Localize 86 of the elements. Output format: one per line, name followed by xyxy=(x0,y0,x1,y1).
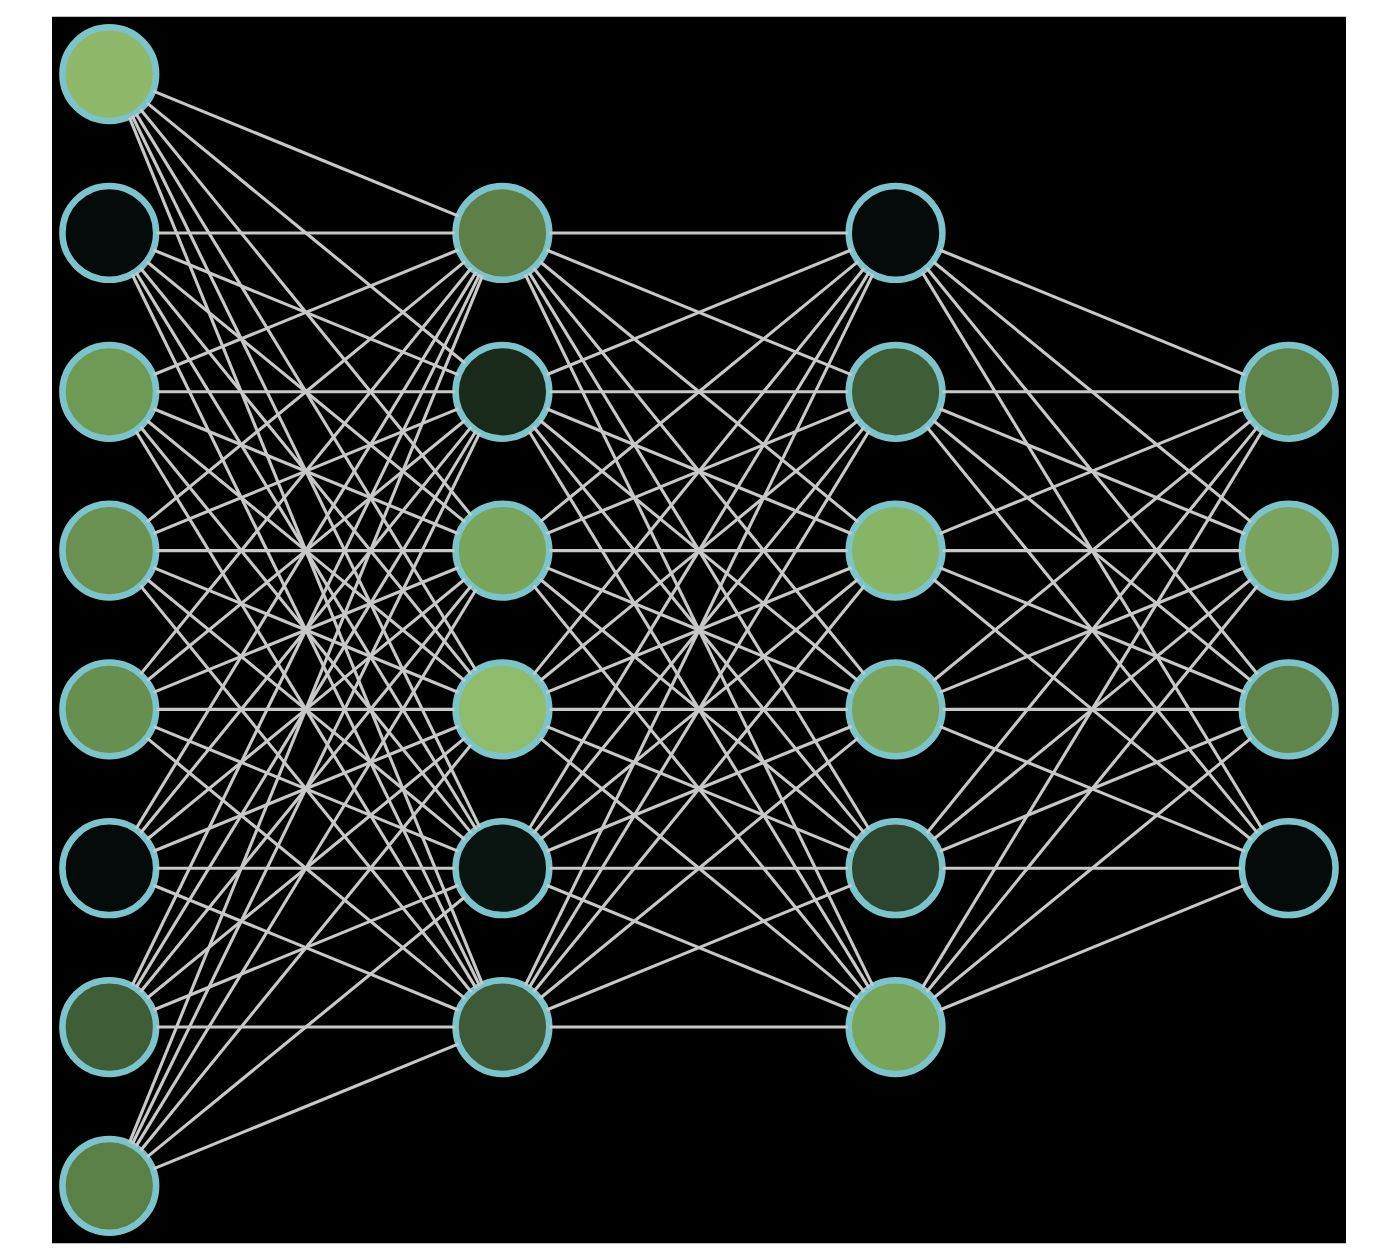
connector xyxy=(129,115,481,828)
connector xyxy=(129,432,481,1145)
connector xyxy=(138,108,472,517)
connector xyxy=(138,584,472,993)
connector xyxy=(544,407,852,536)
connector xyxy=(531,584,865,993)
node-circle xyxy=(451,818,552,919)
connector xyxy=(531,425,865,835)
connector xyxy=(151,566,459,694)
node-circle xyxy=(451,976,552,1078)
node-circle xyxy=(1237,500,1338,601)
node-circle xyxy=(58,341,159,442)
connector xyxy=(941,390,1240,394)
node-circle xyxy=(451,659,552,760)
connector xyxy=(941,866,1240,870)
node-circle xyxy=(844,976,945,1078)
node-circle xyxy=(1237,341,1338,442)
node-circle xyxy=(844,818,945,919)
connector xyxy=(544,883,852,1012)
connector xyxy=(941,549,1240,553)
connector xyxy=(127,116,483,986)
connector xyxy=(155,1025,454,1029)
connector xyxy=(920,271,1263,831)
connector xyxy=(151,248,459,377)
connector xyxy=(538,736,859,1000)
connector xyxy=(548,549,847,553)
connector xyxy=(531,267,865,676)
node-circle xyxy=(1237,818,1338,919)
connector xyxy=(924,267,1258,676)
connector xyxy=(151,407,459,536)
connector xyxy=(151,89,459,218)
node-circle xyxy=(844,659,945,760)
connector xyxy=(151,724,459,853)
connector xyxy=(155,866,454,870)
node-circle xyxy=(58,659,159,760)
connector xyxy=(548,1025,847,1029)
connector xyxy=(151,883,459,1012)
node-circle xyxy=(58,182,159,284)
node-circle xyxy=(844,182,945,284)
connector xyxy=(938,566,1245,694)
connector xyxy=(129,273,481,987)
connector xyxy=(522,273,874,987)
node-circle xyxy=(58,976,159,1078)
connector xyxy=(155,549,454,553)
connector xyxy=(544,248,852,377)
connector xyxy=(938,724,1245,853)
node-circle xyxy=(58,500,159,601)
node-circle xyxy=(58,1135,159,1236)
connector xyxy=(127,274,483,1144)
node-circle xyxy=(1237,659,1338,760)
connector xyxy=(538,260,859,524)
connector xyxy=(145,260,466,524)
connector xyxy=(920,429,1263,989)
connector xyxy=(133,588,477,1147)
connector xyxy=(145,895,466,1159)
connector xyxy=(548,707,847,711)
connector xyxy=(548,866,847,870)
node-circle xyxy=(451,500,552,601)
connector xyxy=(151,1042,459,1171)
node-circle xyxy=(58,24,159,125)
node-circle xyxy=(844,500,945,601)
connector xyxy=(941,707,1240,711)
node-circle xyxy=(451,341,552,442)
connector xyxy=(924,425,1258,835)
connector xyxy=(155,231,454,235)
connector xyxy=(133,113,477,672)
node-circle xyxy=(844,341,945,442)
connector xyxy=(145,736,466,1000)
connector xyxy=(138,743,472,1152)
connector xyxy=(544,566,852,694)
connector xyxy=(938,883,1245,1012)
node-circle xyxy=(451,182,552,284)
connector xyxy=(548,390,847,394)
connector xyxy=(155,707,454,711)
connector xyxy=(924,584,1258,993)
connector xyxy=(138,425,472,835)
connector xyxy=(544,724,852,853)
connector xyxy=(145,101,466,365)
connector xyxy=(931,260,1252,524)
connector xyxy=(938,248,1245,377)
connector xyxy=(548,231,847,235)
connector xyxy=(938,407,1245,536)
node-circle xyxy=(58,818,159,919)
connector xyxy=(931,736,1252,1000)
connector xyxy=(138,267,472,676)
connector xyxy=(155,390,454,394)
